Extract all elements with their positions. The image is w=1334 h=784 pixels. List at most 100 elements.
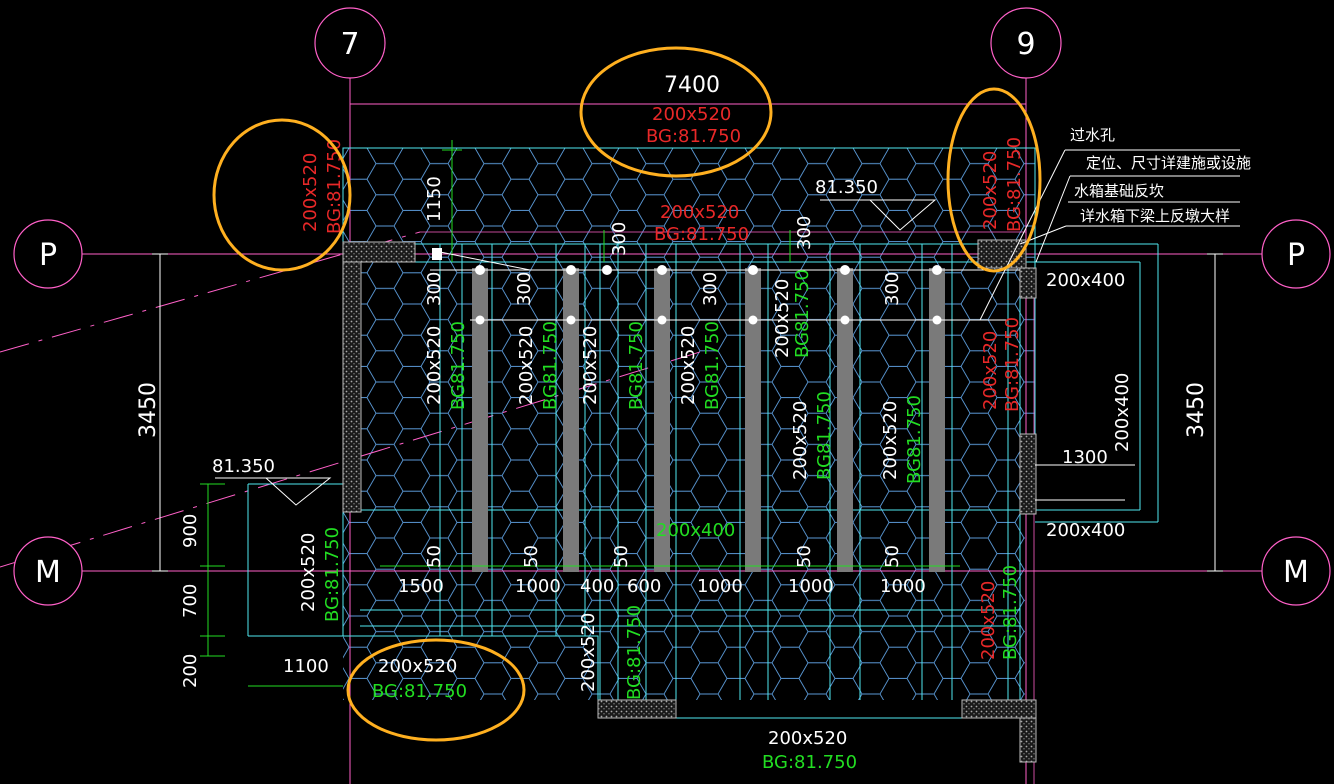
red-size-right-mid: 200x520	[980, 331, 1001, 410]
slab-outlines	[247, 147, 1159, 719]
dim-1000-d: 1000	[880, 576, 926, 597]
axis-7-label: 7	[340, 27, 359, 62]
highlight-right	[946, 87, 1042, 273]
highlight-top	[579, 46, 773, 178]
beam-size-400-right-top: 200x400	[1046, 270, 1125, 291]
dim-300-top-1: 300	[609, 222, 630, 256]
axis-m-left-bubble	[13, 536, 83, 606]
top-span-dim: 7400	[664, 73, 720, 98]
dimension-lines	[152, 199, 1223, 572]
red-size-mid: 200x520	[660, 202, 739, 223]
bg-v6: BG81.750	[814, 391, 835, 480]
axis-m-right-bubble	[1261, 536, 1331, 606]
axis-p-left-label: P	[39, 238, 57, 273]
beam-size-circle-bottom: 200x520	[378, 656, 457, 677]
dim-300-d: 300	[882, 272, 903, 306]
bg-bottom: BG:81.750	[762, 752, 857, 773]
red-bg-left: BG:81.750	[324, 139, 345, 234]
beam-size-v1: 200x520	[424, 326, 445, 405]
dim-1500: 1500	[398, 576, 444, 597]
bg-v4: BG81.750	[702, 321, 723, 410]
beam-labels-red: 200x520 BG:81.750 200x520 BG:81.750 200x…	[300, 104, 1025, 660]
red-size-right-bottom: 200x520	[978, 581, 999, 660]
dim-300-top-2: 300	[794, 216, 815, 250]
highlight-bottom	[346, 638, 526, 742]
dimension-ticks-green	[200, 140, 960, 687]
beam-size-bottom: 200x520	[768, 728, 847, 749]
note-tank-beam: 详水箱下梁上反墩大样	[1080, 207, 1230, 225]
axis-9-bubble	[990, 7, 1062, 79]
axis-m-right-label: M	[1283, 555, 1309, 590]
note-position: 定位、尺寸详建施或设施	[1086, 154, 1251, 172]
bg-v2: BG81.750	[540, 321, 561, 410]
axis-p-right-label: P	[1287, 238, 1305, 273]
red-bg-top: BG:81.750	[646, 126, 741, 147]
slab-hatch	[343, 148, 1035, 700]
axis-bubbles	[13, 7, 1331, 606]
beam-size-400-right-bottom: 200x400	[1046, 520, 1125, 541]
note-drain-hole: 过水孔	[1070, 126, 1115, 144]
notes: 过水孔 定位、尺寸详建施或设施 水箱基础反坎 详水箱下梁上反墩大样	[1070, 126, 1251, 225]
bg-bottom-v: BG:81.750	[624, 605, 645, 700]
level-top: 81.350	[815, 177, 878, 198]
beam-size-v7: 200x520	[880, 401, 901, 480]
dim-300-a: 300	[424, 272, 445, 306]
beam-size-v4: 200x520	[678, 326, 699, 405]
dim-900: 900	[180, 514, 201, 548]
red-bg-mid: BG:81.750	[654, 224, 749, 245]
red-size-top: 200x520	[652, 104, 731, 125]
highlight-ellipses	[212, 46, 1042, 742]
axis-m-left-label: M	[35, 555, 61, 590]
dim-50-b: 50	[521, 545, 542, 568]
bg-v3: BG81.750	[626, 321, 647, 410]
highlight-left	[212, 118, 352, 272]
beam-elev-labels-green: BG81.750 BG81.750 BG81.750 BG81.750 BG81…	[322, 269, 1021, 773]
beam-size-labels-white: 200x520 200x520 200x520 200x520 200x520 …	[298, 270, 1133, 749]
dim-300-b: 300	[514, 272, 535, 306]
axis-p-right-bubble	[1261, 219, 1331, 289]
dim-1100: 1100	[283, 656, 329, 677]
dim-50-a: 50	[424, 545, 445, 568]
red-bg-right-top: BG:81.750	[1004, 137, 1025, 232]
beam-size-v6: 200x520	[790, 401, 811, 480]
dim-50-d: 50	[794, 545, 815, 568]
right-height-dim: 3450	[1184, 382, 1209, 438]
dim-1000-b: 1000	[697, 576, 743, 597]
dim-50-c: 50	[611, 545, 632, 568]
dim-600: 600	[627, 576, 661, 597]
axis-labels: 7 9 P P M M	[35, 27, 1309, 590]
beam-size-left: 200x520	[298, 533, 319, 612]
dim-1150: 1150	[424, 176, 445, 222]
bg-v1: BG81.750	[448, 321, 469, 410]
beam-size-bottom-v: 200x520	[578, 613, 599, 692]
dimension-text-white: 7400 3450 3450 81.350 81.350 1150 900 70…	[136, 73, 1209, 688]
dim-1000-c: 1000	[788, 576, 834, 597]
dim-50-e: 50	[882, 545, 903, 568]
beam-size-v5: 200x520	[772, 279, 793, 358]
dim-1000-a: 1000	[515, 576, 561, 597]
beam-size-v2: 200x520	[516, 326, 537, 405]
axis-7-bubble	[314, 7, 386, 79]
beam-size-400-center: 200x400	[656, 520, 735, 541]
bg-left: BG:81.750	[322, 527, 343, 622]
red-size-left: 200x520	[300, 153, 321, 232]
red-bg-right-mid: BG:81.750	[1002, 317, 1023, 412]
red-size-right-top: 200x520	[980, 151, 1001, 230]
bg-circle-bottom: BG:81.750	[372, 681, 467, 702]
left-height-dim: 3450	[136, 382, 161, 438]
bg-right-bottom: BG:81.750	[1000, 565, 1021, 660]
dim-200: 200	[180, 654, 201, 688]
pit-strips	[472, 268, 945, 572]
dim-400: 400	[580, 576, 614, 597]
dim-700: 700	[180, 584, 201, 618]
dim-300-c: 300	[700, 272, 721, 306]
bg-v5: BG81.750	[792, 269, 813, 358]
dim-1300: 1300	[1062, 447, 1108, 468]
axis-p-left-bubble	[13, 219, 83, 289]
note-tank-base: 水箱基础反坎	[1074, 182, 1164, 200]
bg-v7: BG81.750	[904, 395, 925, 484]
beam-size-400-right-v: 200x400	[1112, 373, 1133, 452]
wall-hatch	[342, 239, 1037, 763]
axis-9-label: 9	[1016, 27, 1035, 62]
